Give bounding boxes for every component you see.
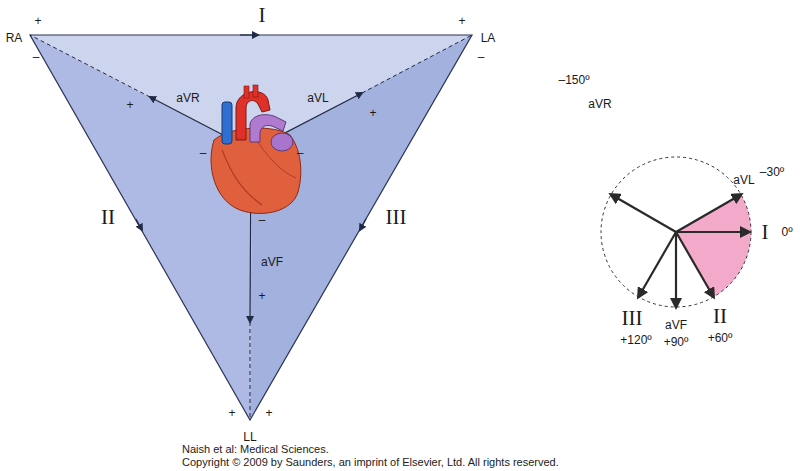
lead-name: III	[386, 207, 407, 228]
polarity-sign: +	[458, 15, 465, 27]
lead-name: aVR	[176, 92, 199, 104]
polarity-sign: –	[478, 51, 485, 63]
lead-name: II	[713, 306, 727, 327]
lead-name: aVR	[588, 98, 611, 110]
polarity-sign: –	[259, 214, 266, 226]
polarity-sign: –	[33, 51, 40, 63]
credit-line: Copyright © 2009 by Saunders, an imprint…	[182, 457, 559, 468]
lead-name: aVF	[665, 319, 687, 331]
polarity-sign: +	[258, 290, 265, 302]
lead-name: aVL	[733, 174, 754, 186]
lead-name: III	[622, 308, 643, 329]
lead-name: aVL	[307, 92, 328, 104]
electrode-label: LL	[243, 431, 256, 443]
lead-name: aVF	[261, 256, 283, 268]
lead-name: II	[101, 207, 115, 228]
angle-label: +120º	[620, 334, 651, 346]
electrode-label: RA	[6, 32, 23, 44]
lead-name: I	[259, 5, 266, 26]
angle-label: –150º	[558, 74, 589, 86]
polarity-sign: –	[297, 147, 304, 159]
heart-drawing	[211, 85, 301, 213]
polarity-sign: +	[265, 407, 272, 419]
polarity-sign: –	[200, 147, 207, 159]
polarity-sign: +	[369, 107, 376, 119]
polarity-sign: +	[228, 407, 235, 419]
angle-label: –30º	[760, 166, 784, 178]
angle-label: +60º	[708, 332, 733, 344]
polarity-sign: +	[126, 99, 133, 111]
electrode-label: LA	[481, 32, 496, 44]
credit-line: Naish et al: Medical Sciences.	[182, 444, 329, 455]
angle-label: 0º	[781, 226, 792, 238]
angle-label: +90º	[664, 336, 689, 348]
polarity-sign: +	[34, 15, 41, 27]
lead-name: I	[762, 222, 769, 243]
